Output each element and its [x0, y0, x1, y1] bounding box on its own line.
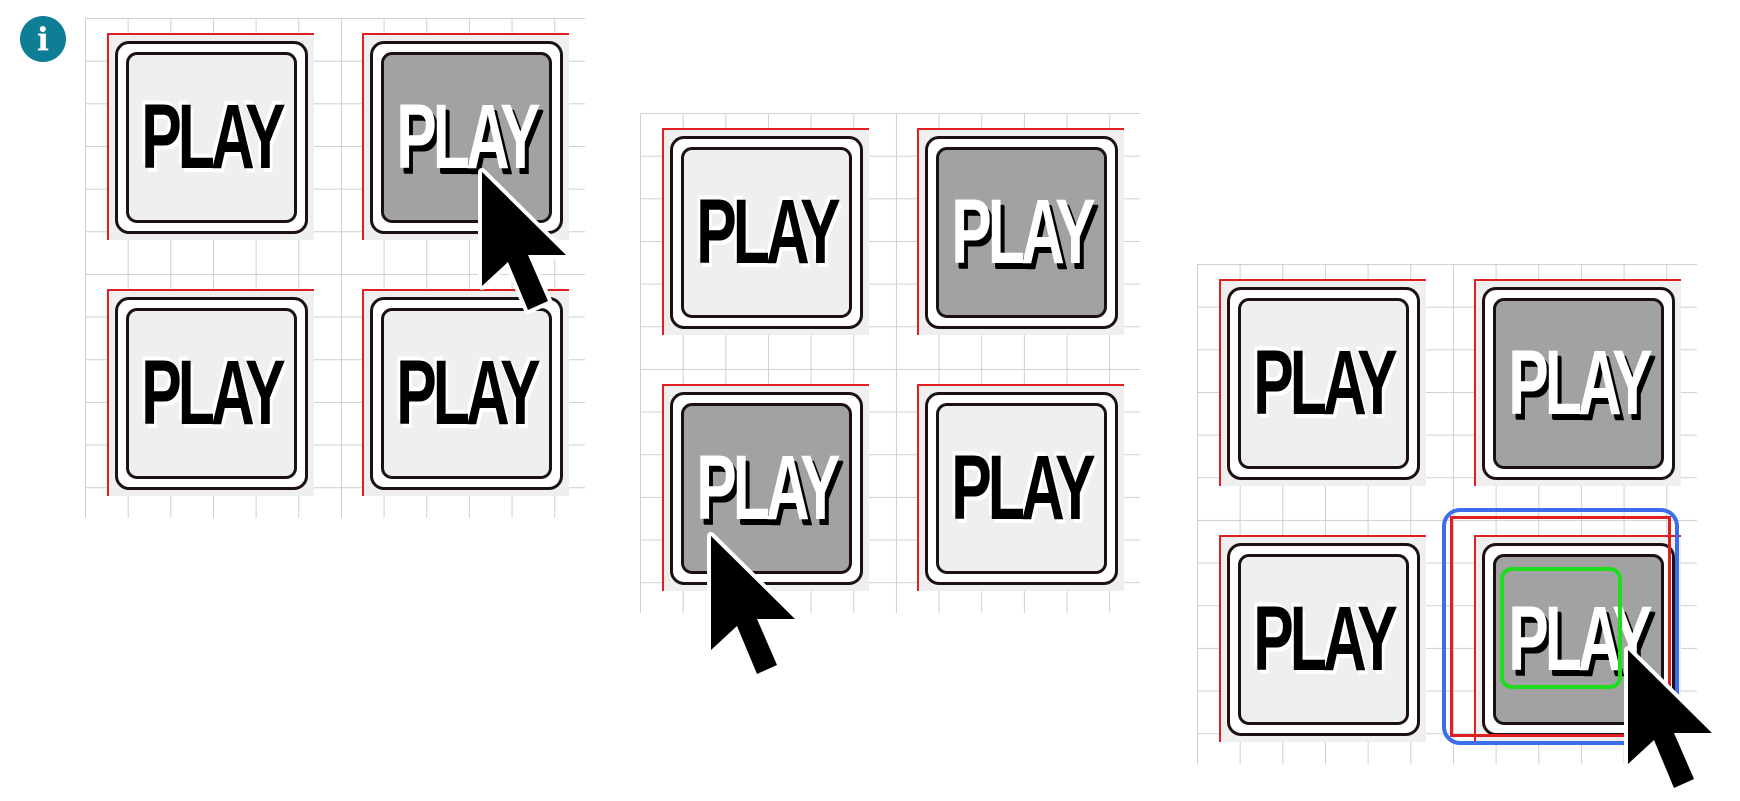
play-button-label: PLAY	[951, 181, 1095, 283]
info-icon[interactable]: i	[20, 16, 66, 62]
arrow-cursor-icon	[1624, 646, 1716, 792]
play-button-label: PLAY	[1253, 588, 1397, 690]
play-button-label: PLAY	[141, 86, 285, 188]
play-button-pressed[interactable]: PLAY	[1474, 279, 1681, 486]
arrow-cursor-icon	[707, 532, 799, 678]
play-button[interactable]: PLAY	[662, 128, 869, 335]
play-button-label: PLAY	[1253, 332, 1397, 434]
play-button-grid-2: PLAY PLAY PLAY PLAY	[640, 113, 1140, 613]
play-button[interactable]: PLAY	[362, 289, 569, 496]
hit-area-box	[1500, 567, 1622, 689]
arrow-cursor-icon	[478, 168, 570, 314]
play-button[interactable]: PLAY	[917, 384, 1124, 591]
play-button-pressed[interactable]: PLAY	[917, 128, 1124, 335]
play-button-label: PLAY	[396, 342, 540, 444]
play-button[interactable]: PLAY	[107, 33, 314, 240]
play-button-pressed[interactable]: PLAY	[662, 384, 869, 591]
selection-outline	[1442, 508, 1679, 745]
play-button-label: PLAY	[396, 86, 540, 188]
play-button-label: PLAY	[141, 342, 285, 444]
play-button[interactable]: PLAY	[1219, 535, 1426, 742]
play-button-label: PLAY	[951, 437, 1095, 539]
selection-frame	[1450, 516, 1671, 737]
play-button-pressed[interactable]: PLAY	[362, 33, 569, 240]
play-button-label: PLAY	[696, 437, 840, 539]
play-button[interactable]: PLAY	[107, 289, 314, 496]
play-button[interactable]: PLAY	[1219, 279, 1426, 486]
play-button-label: PLAY	[696, 181, 840, 283]
play-button-label: PLAY	[1508, 332, 1652, 434]
